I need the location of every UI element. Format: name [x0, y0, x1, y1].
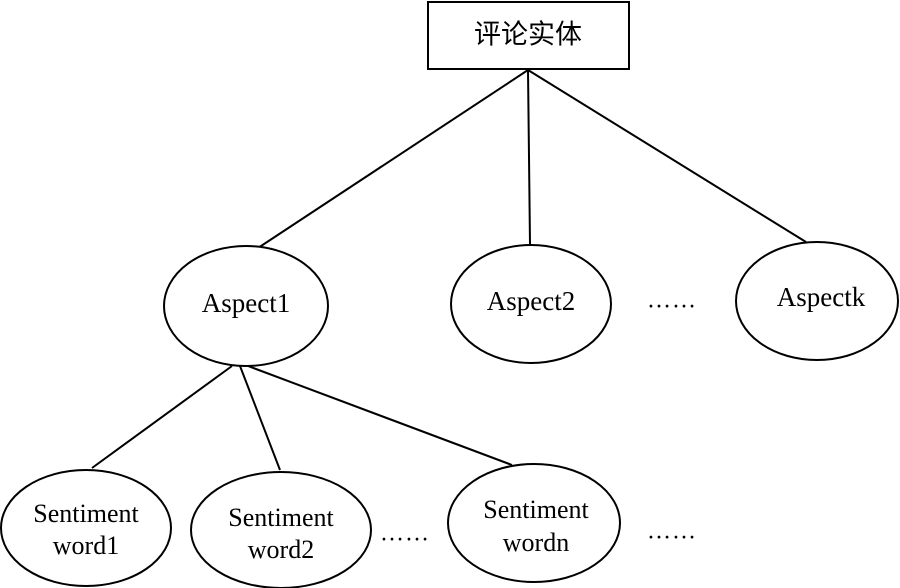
word-ellipsis-1: ……: [380, 521, 430, 547]
sentiment-label-line1: Sentiment: [483, 495, 589, 524]
aspect-node-2: Aspect2: [450, 244, 612, 364]
root-box: [427, 1, 630, 70]
aspect-node-1: Aspect1: [163, 245, 329, 367]
sentiment-node-n: Sentiment wordn: [447, 463, 621, 583]
sentiment-ellipse: [447, 463, 621, 583]
edge-aspect1-word1: [91, 365, 233, 469]
aspect-ellipse: [450, 244, 612, 364]
sentiment-ellipse: [190, 471, 372, 588]
aspect-node-k: Aspectk: [735, 241, 899, 361]
edge-root-aspect1: [257, 69, 529, 249]
sentiment-label-line2: word1: [53, 531, 119, 560]
edges: [91, 69, 807, 471]
sentiment-node-2: Sentiment word2: [190, 471, 372, 588]
aspect-ellipse: [163, 245, 329, 367]
word-ellipsis-2: ……: [647, 519, 697, 545]
sentiment-ellipse: [0, 469, 172, 587]
sentiment-label-line1: Sentiment: [228, 503, 334, 532]
root-node: 评论实体: [427, 1, 630, 70]
aspect-label: Aspect2: [487, 286, 575, 316]
root-label: 评论实体: [474, 20, 582, 51]
sentiment-label-line2: word2: [248, 535, 314, 564]
edge-aspect1-word2: [239, 365, 281, 471]
sentiment-label-line1: Sentiment: [33, 499, 139, 528]
aspect-label: Aspect1: [202, 288, 290, 318]
edge-root-aspectk: [527, 69, 807, 243]
aspect-ellipse: [735, 241, 899, 361]
aspect-ellipsis: ……: [647, 288, 697, 314]
sentiment-node-1: Sentiment word1: [0, 469, 172, 587]
edge-aspect1-wordn: [247, 365, 513, 466]
edge-root-aspect2: [527, 69, 531, 245]
aspect-label: Aspectk: [777, 282, 866, 312]
sentiment-label-line2: wordn: [503, 528, 569, 557]
